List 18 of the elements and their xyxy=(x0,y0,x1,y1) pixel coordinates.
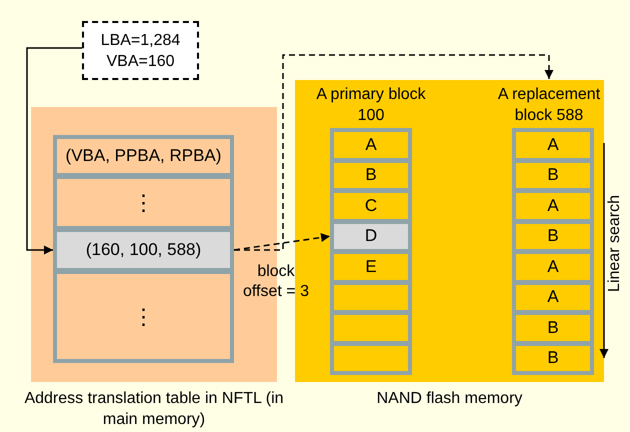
arrow xyxy=(234,233,330,251)
arrow xyxy=(234,54,554,251)
page-cell: A xyxy=(512,128,594,162)
direction-label: Linear search xyxy=(606,195,624,292)
block-heading: A primary block 100 xyxy=(315,85,427,126)
panel-caption: Address translation table in NFTL (in main memory) xyxy=(23,389,285,430)
panel-caption: NAND flash memory xyxy=(376,389,524,409)
page-cell: A xyxy=(512,250,594,284)
address-note-box: LBA=1,284 VBA=160 xyxy=(82,21,199,80)
block-heading: A replacement block 588 xyxy=(497,85,601,126)
page-cell: A xyxy=(330,128,412,162)
offset-label: block offset = 3 xyxy=(242,262,310,302)
page-cell: B xyxy=(512,311,594,344)
page-cell: C xyxy=(330,189,412,222)
page-cell: E xyxy=(330,250,412,284)
page-cell: A xyxy=(512,189,594,222)
arrow xyxy=(26,47,82,254)
empty-page-cell xyxy=(330,311,412,344)
